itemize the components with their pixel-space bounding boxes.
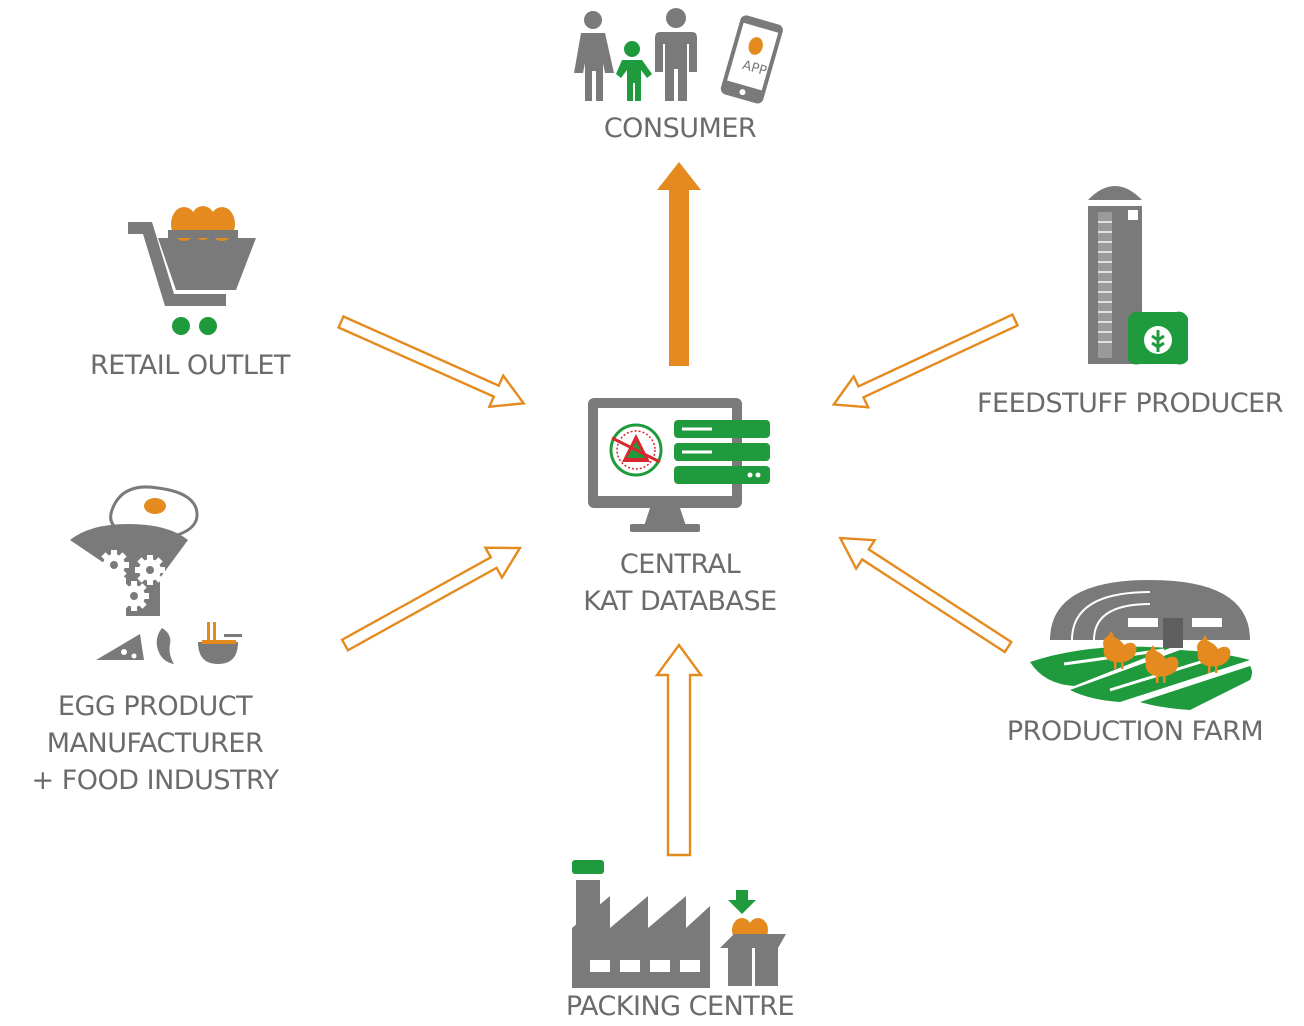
central-label-line1: CENTRAL — [619, 549, 741, 580]
central-label-line2: KAT DATABASE — [583, 586, 777, 617]
shopping-cart-with-eggs-icon — [128, 206, 256, 335]
edge-farm-to-central — [829, 522, 1019, 663]
edge-egg-product-to-central — [335, 531, 530, 662]
edge-retail-to-central — [332, 305, 532, 421]
edge-central-to-consumer — [657, 162, 701, 366]
feedstuff-producer-label: FEEDSTUFF PRODUCER — [977, 388, 1284, 419]
poultry-barn-with-hens-icon — [1030, 580, 1252, 710]
egg-product-label-line2: MANUFACTURER — [46, 728, 264, 759]
egg-product-label-line1: EGG PRODUCT — [57, 691, 253, 722]
central-database-label: CENTRAL KAT DATABASE — [560, 546, 800, 620]
egg-product-label-line3: + FOOD INDUSTRY — [31, 765, 279, 796]
edge-packing-to-central — [654, 642, 704, 857]
family-with-phone-icon — [574, 8, 783, 104]
silo-and-feed-bag-icon — [1088, 186, 1188, 365]
retail-outlet-label: RETAIL OUTLET — [90, 350, 290, 381]
packing-centre-label: PACKING CENTRE — [565, 991, 795, 1022]
egg-product-label: EGG PRODUCT MANUFACTURER + FOOD INDUSTRY — [5, 688, 305, 799]
production-farm-label: PRODUCTION FARM — [1006, 716, 1264, 747]
factory-and-egg-box-icon — [572, 860, 786, 988]
consumer-label: CONSUMER — [603, 113, 757, 144]
kat-logo — [609, 423, 663, 477]
app-label: APP — [741, 58, 769, 79]
egg-processing-funnel-icon — [70, 485, 242, 664]
